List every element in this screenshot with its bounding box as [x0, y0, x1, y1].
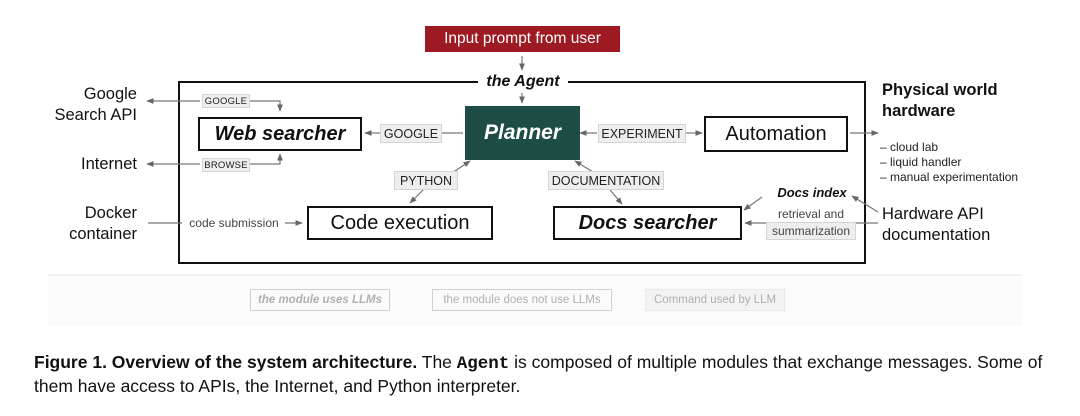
- hardware-list: – cloud lab – liquid handler – manual ex…: [880, 140, 1018, 185]
- google-command-tag: GOOGLE: [380, 124, 442, 143]
- code-submission-text: code submission: [189, 216, 279, 230]
- documentation-command-tag: DOCUMENTATION: [548, 171, 664, 190]
- hw-api-line-1: Hardware API: [882, 205, 984, 223]
- browse-inner-arrow: [250, 153, 283, 165]
- planner-label: Planner: [483, 121, 562, 144]
- internet-label: Internet: [30, 154, 137, 175]
- python-code-arrow: [409, 187, 426, 204]
- physical-line-2: hardware: [882, 102, 956, 120]
- automation-module: Automation: [704, 116, 848, 152]
- google-command-text: GOOGLE: [383, 126, 439, 141]
- legend-uses-llm-text: the module uses LLMs: [258, 294, 382, 306]
- google-inner-tag: GOOGLE: [202, 94, 250, 108]
- google-inner-text: GOOGLE: [204, 95, 248, 107]
- input-prompt-box: Input prompt from user: [425, 26, 620, 52]
- docker-line-2: container: [69, 225, 137, 243]
- python-command-tag: PYTHON: [394, 171, 458, 190]
- internet-text: Internet: [81, 155, 137, 173]
- code-submission-label: code submission: [183, 215, 285, 231]
- legend-uses-llm: the module uses LLMs: [250, 289, 390, 311]
- hardware-item-manual: – manual experimentation: [880, 170, 1019, 184]
- hardware-api-label: Hardware API documentation: [882, 204, 990, 246]
- legend-command-text: Command used by LLM: [653, 294, 777, 306]
- retrieval-summarization-label: retrieval and summarization: [766, 206, 856, 240]
- documentation-command-text: DOCUMENTATION: [551, 173, 661, 188]
- experiment-command-tag: EXPERIMENT: [598, 124, 686, 143]
- caption-part-2: is composed of multiple modules that exc…: [34, 352, 1043, 396]
- experiment-command-text: EXPERIMENT: [601, 126, 683, 141]
- python-command-text: PYTHON: [399, 173, 453, 188]
- caption-agent-code: Agent: [456, 354, 510, 374]
- legend-no-llm: the module does not use LLMs: [432, 289, 612, 311]
- retrieval-text: retrieval and: [777, 207, 845, 221]
- hw-api-index-arrow: [851, 195, 879, 213]
- docs-index-text: Docs index: [777, 184, 847, 200]
- figure-caption: Figure 1. Overview of the system archite…: [34, 351, 1044, 397]
- hardware-item-liquid-handler: – liquid handler: [880, 155, 962, 169]
- agent-title: the Agent: [478, 71, 568, 93]
- caption-part-1: The: [417, 352, 457, 372]
- planner-doc-line: [574, 160, 594, 173]
- docker-container-label: Docker container: [30, 203, 137, 245]
- docs-searcher-label: Docs searcher: [578, 211, 717, 234]
- docker-line-1: Docker: [84, 204, 137, 222]
- legend-command: Command used by LLM: [645, 289, 785, 311]
- docs-searcher-module: Docs searcher: [553, 206, 742, 240]
- legend-no-llm-text: the module does not use LLMs: [443, 294, 601, 306]
- hardware-item-cloud-lab: – cloud lab: [880, 140, 939, 154]
- hw-api-line-2: documentation: [882, 226, 991, 244]
- planner-module: Planner: [465, 106, 580, 160]
- agent-title-text: the Agent: [486, 73, 560, 90]
- input-prompt-label: Input prompt from user: [444, 30, 601, 47]
- physical-world-label: Physical world hardware: [882, 80, 998, 122]
- code-execution-module: Code execution: [307, 206, 493, 240]
- google-inner-arrow: [250, 100, 283, 112]
- web-searcher-label: Web searcher: [214, 122, 346, 145]
- browse-text: BROWSE: [204, 159, 248, 171]
- legend-backdrop: [48, 276, 1022, 326]
- automation-label: Automation: [725, 122, 827, 145]
- code-execution-label: Code execution: [330, 211, 470, 234]
- web-searcher-module: Web searcher: [198, 117, 362, 151]
- google-api-line-1: Google: [83, 85, 137, 103]
- doc-docs-arrow: [609, 189, 623, 205]
- physical-line-1: Physical world: [882, 81, 998, 99]
- browse-tag: BROWSE: [202, 158, 250, 172]
- caption-label: Figure 1. Overview of the system archite…: [34, 352, 418, 372]
- google-api-line-2: Search API: [54, 106, 137, 124]
- google-search-api-label: Google Search API: [30, 84, 137, 126]
- summarization-text: summarization: [766, 222, 856, 240]
- docs-index-arrow: [743, 196, 763, 211]
- docs-index-label: Docs index: [776, 184, 848, 200]
